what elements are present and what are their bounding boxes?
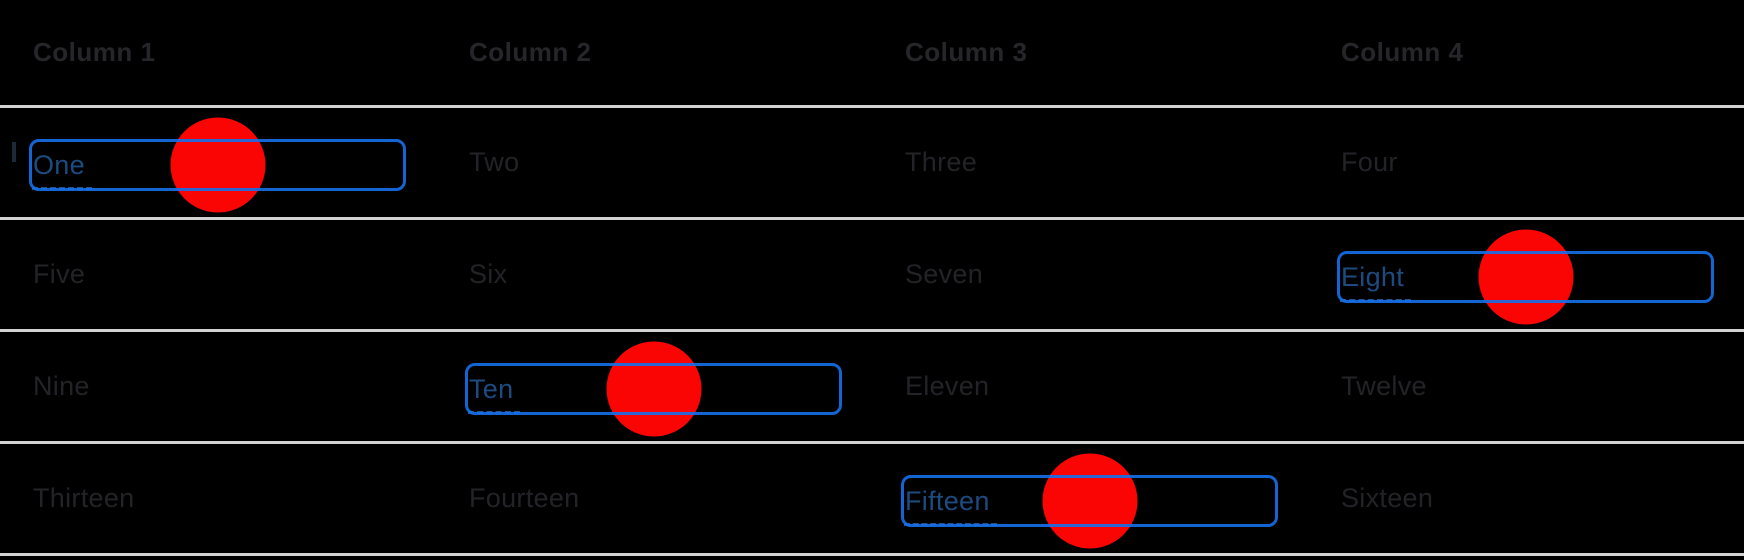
table-header-row: Column 1 Column 2 Column 3 Column 4 — [0, 0, 1744, 108]
focused-cell-label: Ten — [467, 373, 521, 414]
table-cell-eight-focused[interactable]: Eight — [1308, 220, 1744, 329]
table-cell-two[interactable]: Two — [436, 108, 872, 217]
table-row: Nine Ten Eleven Twelve — [0, 332, 1744, 444]
click-indicator-circle — [606, 341, 701, 437]
table-cell-four[interactable]: Four — [1308, 108, 1744, 217]
table-cell-twelve[interactable]: Twelve — [1308, 332, 1744, 441]
focused-cell-label: Fifteen — [904, 485, 997, 526]
table-row: Thirteen Fourteen Fifteen Sixteen — [0, 444, 1744, 556]
column-1-header-label: Column 1 — [33, 37, 156, 67]
table-cell-eleven[interactable]: Eleven — [872, 332, 1308, 441]
table-cell-one-focused[interactable]: One — [0, 108, 436, 217]
cell-label: Twelve — [1341, 371, 1427, 401]
column-4-header-label: Column 4 — [1341, 37, 1464, 67]
focused-cell-box[interactable]: One — [29, 117, 406, 213]
cell-label: Thirteen — [33, 483, 135, 513]
table-cell-six[interactable]: Six — [436, 220, 872, 329]
cell-label: Nine — [33, 371, 90, 401]
header-cell-column-2: Column 2 — [436, 0, 872, 105]
focused-cell-box[interactable]: Eight — [1337, 229, 1714, 325]
cell-label: Fourteen — [469, 483, 580, 513]
table-cell-sixteen[interactable]: Sixteen — [1308, 444, 1744, 553]
column-2-header-label: Column 2 — [469, 37, 592, 67]
stray-caret-artifact — [12, 142, 16, 162]
header-cell-column-3: Column 3 — [872, 0, 1308, 105]
cell-label: Six — [469, 259, 508, 289]
cell-label: Sixteen — [1341, 483, 1434, 513]
cell-label: Eleven — [905, 371, 990, 401]
click-indicator-circle — [170, 117, 265, 213]
cell-label: Five — [33, 259, 86, 289]
table-row: One Two Three Four — [0, 108, 1744, 220]
cell-label: Three — [905, 147, 978, 177]
table-cell-three[interactable]: Three — [872, 108, 1308, 217]
click-indicator-circle — [1478, 229, 1573, 325]
focused-cell-label: One — [32, 149, 92, 190]
table-cell-fourteen[interactable]: Fourteen — [436, 444, 872, 553]
table-cell-fifteen-focused[interactable]: Fifteen — [872, 444, 1308, 553]
cell-label: Seven — [905, 259, 984, 289]
cell-label: Four — [1341, 147, 1398, 177]
table-cell-thirteen[interactable]: Thirteen — [0, 444, 436, 553]
focused-cell-label: Eight — [1339, 261, 1412, 302]
table-row: Five Six Seven Eight — [0, 220, 1744, 332]
click-indicator-circle — [1042, 453, 1137, 549]
table-cell-seven[interactable]: Seven — [872, 220, 1308, 329]
table-cell-nine[interactable]: Nine — [0, 332, 436, 441]
table-cell-five[interactable]: Five — [0, 220, 436, 329]
header-cell-column-4: Column 4 — [1308, 0, 1744, 105]
table-cell-ten-focused[interactable]: Ten — [436, 332, 872, 441]
header-cell-column-1: Column 1 — [0, 0, 436, 105]
focused-cell-box[interactable]: Ten — [465, 341, 842, 437]
focused-cell-box[interactable]: Fifteen — [901, 453, 1278, 549]
cell-label: Two — [469, 147, 520, 177]
column-3-header-label: Column 3 — [905, 37, 1028, 67]
